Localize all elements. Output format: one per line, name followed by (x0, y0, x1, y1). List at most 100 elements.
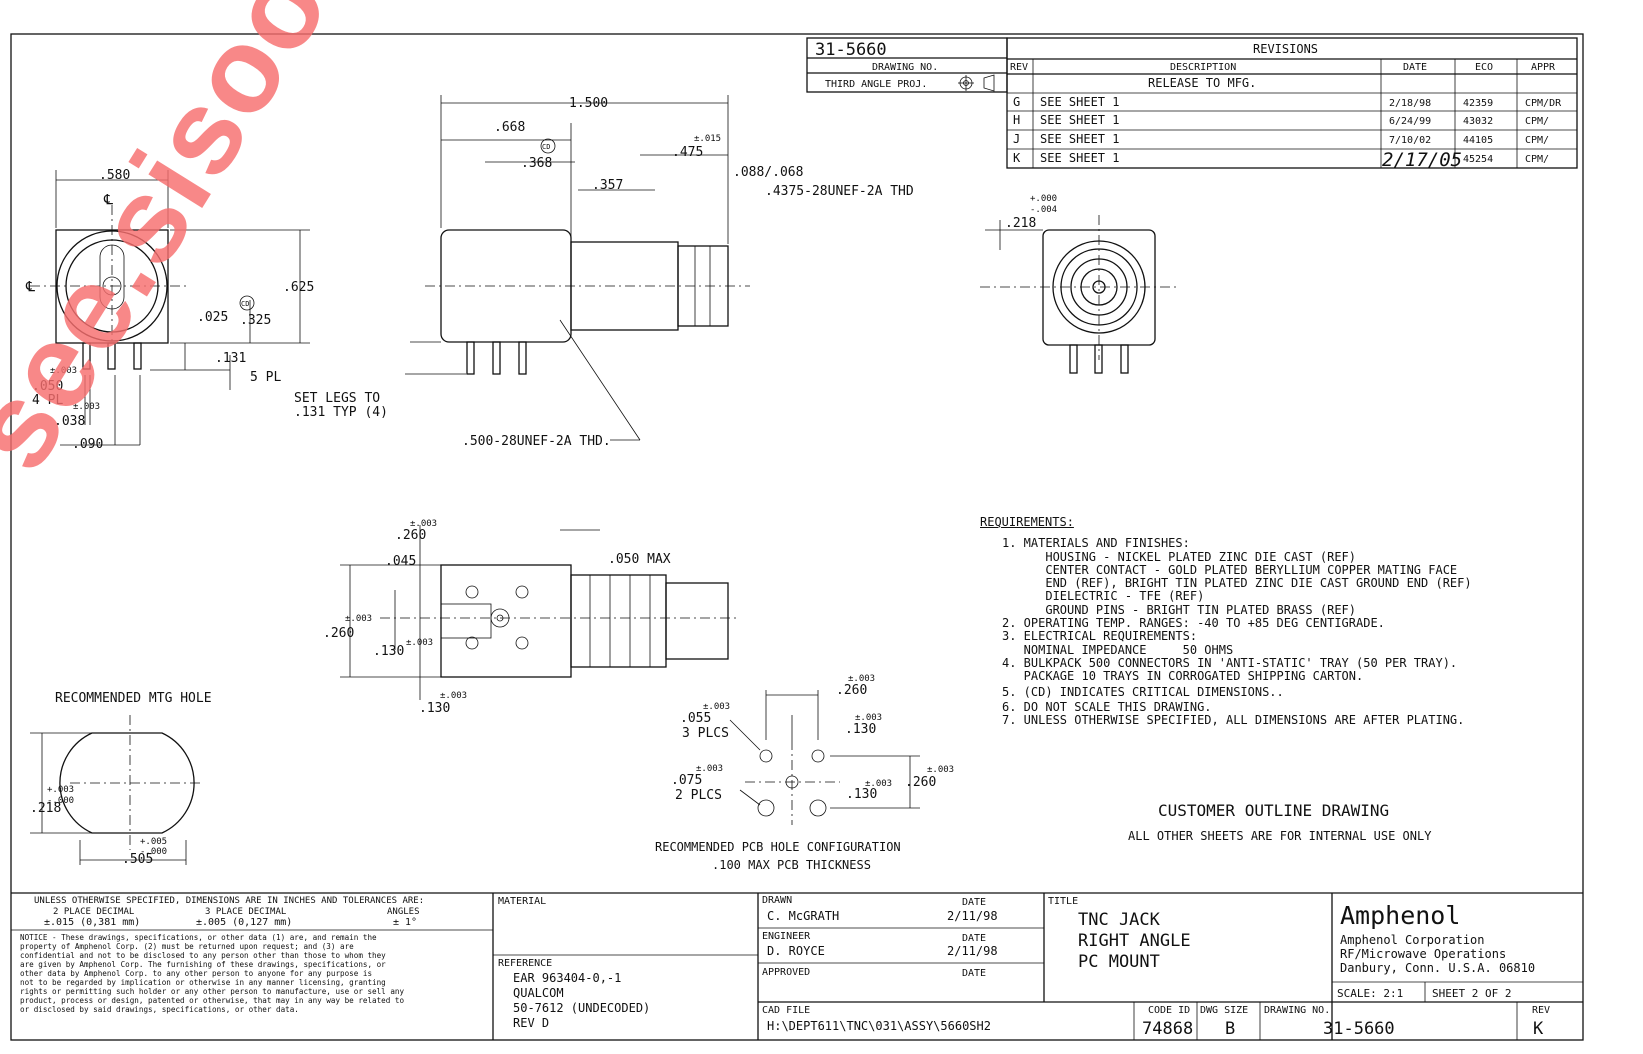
tol-003: ±.003 (927, 765, 954, 775)
tol-003: ±.003 (73, 402, 100, 412)
drawn-by: C. McGRATH (767, 909, 839, 923)
engineer-name: D. ROYCE (767, 944, 825, 958)
svg-text:2/18/98: 2/18/98 (1389, 98, 1431, 109)
company-logo: Amphenol (1340, 901, 1460, 930)
centerline-symbol: ℄ (25, 279, 35, 295)
dim-050: .050 (32, 379, 63, 394)
dim-260: .260 (905, 775, 936, 790)
reference-line: REV D (513, 1016, 549, 1030)
dim-368: .368 (521, 156, 552, 171)
tolerance-2place-label: 2 PLACE DECIMAL (53, 907, 134, 917)
desc-col-header: DESCRIPTION (1170, 62, 1236, 73)
dim-090: .090 (72, 437, 103, 452)
reference-line: EAR 963404-0,-1 (513, 971, 621, 985)
dim-260: .260 (395, 528, 426, 543)
tol-003: ±.003 (696, 764, 723, 774)
mtg-hole-title: RECOMMENDED MTG HOLE (55, 691, 212, 706)
svg-text:NOTICE - These drawings, speci: NOTICE - These drawings, specifications,… (20, 933, 377, 942)
company-line: Danbury, Conn. U.S.A. 06810 (1340, 961, 1535, 975)
critical-dimension-icon: CD (542, 143, 550, 151)
svg-text:confidential and not to be dis: confidential and not to be disclosed to … (20, 951, 386, 960)
dim-1500: 1.500 (569, 96, 608, 111)
dim-088: .088/.068 (733, 165, 803, 180)
rev-value: K (1533, 1019, 1544, 1039)
dim-thread-4375: .4375-28UNEF-2A THD (765, 184, 914, 199)
svg-text:CPM/: CPM/ (1525, 154, 1549, 165)
title-line: RIGHT ANGLE (1078, 931, 1191, 951)
cad-file-label: CAD FILE (762, 1005, 810, 1016)
dwg-size-label: DWG SIZE (1200, 1005, 1248, 1016)
requirement-line: 3. ELECTRICAL REQUIREMENTS: (1002, 629, 1198, 644)
svg-text:SEE SHEET 1: SEE SHEET 1 (1040, 113, 1119, 127)
svg-text:6/24/99: 6/24/99 (1389, 116, 1431, 127)
requirement-line: 4. BULKPACK 500 CONNECTORS IN 'ANTI-STAT… (1002, 655, 1458, 670)
tolerance-angles-value: ± 1° (393, 917, 417, 928)
title-block: UNLESS OTHERWISE SPECIFIED, DIMENSIONS A… (11, 892, 1583, 1040)
dim-050max: .050 MAX (608, 552, 671, 567)
handwritten-date: 2/17/05 (1382, 149, 1462, 171)
rev-label: REV (1532, 1005, 1550, 1016)
tol-003: ±.003 (406, 638, 433, 648)
dim-580: .580 (99, 168, 130, 183)
drawing-number-label: DRAWING NO. (872, 62, 938, 73)
requirement-line: END (REF), BRIGHT TIN PLATED ZINC DIE CA… (1002, 576, 1472, 591)
cad-file-path: H:\DEPT611\TNC\031\ASSY\5660SH2 (767, 1019, 991, 1033)
requirement-line: 1. MATERIALS AND FINISHES: (1002, 536, 1190, 551)
requirement-line: DIELECTRIC - TFE (REF) (1002, 589, 1205, 604)
customer-outline-title: CUSTOMER OUTLINE DRAWING (1158, 801, 1389, 820)
reference-label: REFERENCE (498, 958, 552, 969)
svg-text:are given by Amphenol Corp. Th: are given by Amphenol Corp. The furnishi… (20, 960, 386, 969)
tol-003: ±.003 (855, 713, 882, 723)
requirement-line: CENTER CONTACT - GOLD PLATED BERYLLIUM C… (1002, 562, 1458, 577)
pcb-hole-view: ±.003 .260 ±.003 .055 3 PLCS ±.003 .130 … (655, 674, 954, 872)
tol-003: ±.003 (703, 702, 730, 712)
svg-text:45254: 45254 (1463, 154, 1493, 165)
tol-p000: +.000 (1030, 194, 1057, 204)
rear-view: +.000 -.004 .218 (980, 194, 1180, 374)
dim-055: .055 (680, 711, 711, 726)
notice-text: NOTICE - These drawings, specifications,… (20, 933, 404, 1014)
engineer-label: ENGINEER (762, 931, 811, 942)
dim-075: .075 (671, 773, 702, 788)
dim-038: .038 (54, 414, 85, 429)
revision-row: J SEE SHEET 1 7/10/02 44105 CPM/ (1013, 132, 1549, 146)
mounting-hole-view: RECOMMENDED MTG HOLE +.003 -.000 .218 +.… (30, 691, 212, 867)
dim-668: .668 (494, 120, 525, 135)
drawing-number: 31-5660 (1323, 1019, 1395, 1039)
dim-475: .475 (672, 145, 703, 160)
tolerance-3place-label: 3 PLACE DECIMAL (205, 907, 286, 917)
tol-p005: +.005 (140, 837, 167, 847)
svg-text:44105: 44105 (1463, 135, 1493, 146)
critical-dimension-icon: CD (241, 300, 249, 308)
scale-value: SCALE: 2:1 (1337, 987, 1403, 1000)
drawn-label: DRAWN (762, 895, 792, 906)
svg-text:H: H (1013, 113, 1020, 127)
dim-218: .218 (1005, 216, 1036, 231)
svg-text:SEE SHEET 1: SEE SHEET 1 (1040, 132, 1119, 146)
title-line: TNC JACK (1078, 910, 1161, 930)
title-line: PC MOUNT (1078, 952, 1160, 972)
sheet-value: SHEET 2 OF 2 (1432, 987, 1511, 1000)
svg-text:CPM/: CPM/ (1525, 135, 1549, 146)
tolerance-2place-value: ±.015 (0,381 mm) (44, 917, 140, 928)
svg-text:not to be regarded by implicat: not to be regarded by implication or oth… (20, 978, 386, 987)
requirement-line: 7. UNLESS OTHERWISE SPECIFIED, ALL DIMEN… (1002, 713, 1465, 728)
eco-col-header: ECO (1475, 62, 1493, 73)
revision-block: 31-5660 DRAWING NO. THIRD ANGLE PROJ. RE… (806, 37, 1578, 171)
requirement-line: 5. (CD) INDICATES CRITICAL DIMENSIONS.. (1002, 684, 1284, 699)
svg-text:CPM/DR: CPM/DR (1525, 98, 1562, 109)
svg-text:SEE SHEET 1: SEE SHEET 1 (1040, 95, 1119, 109)
tol-003: ±.003 (865, 779, 892, 789)
svg-text:or disclosed by said drawings,: or disclosed by said drawings, specifica… (20, 1005, 299, 1014)
svg-text:K: K (1013, 151, 1021, 165)
tolerance-3place-value: ±.005 (0,127 mm) (196, 917, 292, 928)
svg-text:rights or permitting such hold: rights or permitting such holder or any … (20, 987, 404, 996)
company-line: RF/Microwave Operations (1340, 947, 1506, 961)
third-angle-projection-icon (958, 74, 995, 92)
drawn-date: 2/11/98 (947, 909, 998, 923)
tol-003: ±.003 (848, 674, 875, 684)
requirement-line: PACKAGE 10 TRAYS IN CORROGATED SHIPPING … (1002, 669, 1364, 684)
tolerance-heading: UNLESS OTHERWISE SPECIFIED, DIMENSIONS A… (34, 896, 424, 906)
requirement-line: HOUSING - NICKEL PLATED ZINC DIE CAST (R… (1002, 549, 1357, 564)
tol-003: ±.003 (440, 691, 467, 701)
